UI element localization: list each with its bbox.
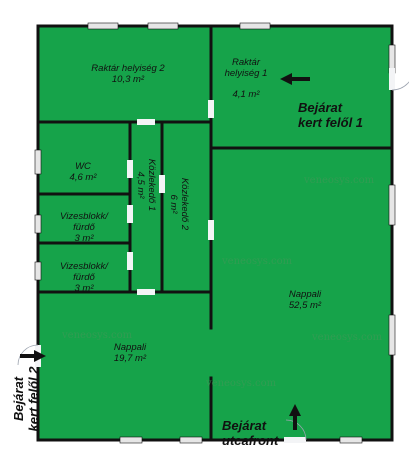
- storage1-name: Raktár helyiség 1: [224, 57, 268, 79]
- wc-label: WC 4,6 m²: [48, 150, 118, 194]
- watermark-1: veneosys.com: [304, 175, 375, 186]
- wc-area: 4,6 m²: [69, 172, 97, 183]
- bathroom2-area: 3 m²: [74, 283, 94, 294]
- storage2-area: 10,3 m²: [111, 74, 145, 85]
- storage1-label: Raktár helyiség 1 4,1 m²: [214, 46, 278, 111]
- arrow-garden-2: [20, 350, 46, 362]
- entrance-garden-2-label: Bejárat kert felől 2: [11, 366, 41, 432]
- living-large-name: Nappali: [288, 289, 322, 300]
- arrow-garden-1: [280, 73, 310, 85]
- storage2-label: Raktár helyiség 2 10,3 m²: [68, 52, 188, 96]
- bathroom2-label: Vizesblokk/ fürdő 3 m²: [38, 250, 130, 305]
- entrance-arrows: [20, 73, 310, 430]
- bathroom1-area: 3 m²: [74, 233, 94, 244]
- corridor1-area: 4,5 m²: [135, 171, 146, 199]
- watermark-5: veneosys.com: [206, 378, 277, 389]
- living-small-label: Nappali 19,7 m²: [80, 331, 180, 375]
- living-small-area: 19,7 m²: [113, 353, 147, 364]
- wc-name: WC: [75, 161, 91, 172]
- living-large-area: 52,5 m²: [288, 300, 322, 311]
- watermark-3: veneosys.com: [312, 332, 383, 343]
- corridor2-label: Közlekedő 2 6 m²: [168, 164, 190, 244]
- watermark-4: veneosys.com: [62, 330, 133, 341]
- corridor2-area: 6 m²: [168, 194, 179, 214]
- entrance-street-label: Bejárat utcafront: [222, 418, 279, 448]
- corridor1-name: Közlekedő 1: [146, 158, 157, 212]
- storage1-area: 4,1 m²: [232, 89, 260, 100]
- living-large-label: Nappali 52,5 m²: [260, 278, 350, 322]
- watermark-2: veneosys.com: [222, 256, 293, 267]
- bathroom2-name: Vizesblokk/ fürdő: [60, 261, 108, 283]
- windows: [34, 22, 396, 444]
- floor-area: [38, 26, 392, 440]
- arrow-street: [289, 404, 301, 430]
- door-swings: [17, 81, 409, 441]
- corridor1-label: Közlekedő 1 4,5 m²: [135, 145, 157, 225]
- bathroom1-label: Vizesblokk/ fürdő 3 m²: [38, 200, 130, 255]
- entrance-garden-1-label: Bejárat kert felől 1: [298, 100, 364, 130]
- corridor2-name: Közlekedő 2: [179, 177, 190, 231]
- living-small-name: Nappali: [113, 342, 147, 353]
- storage2-name: Raktár helyiség 2: [91, 63, 165, 74]
- bathroom1-name: Vizesblokk/ fürdő: [60, 211, 108, 233]
